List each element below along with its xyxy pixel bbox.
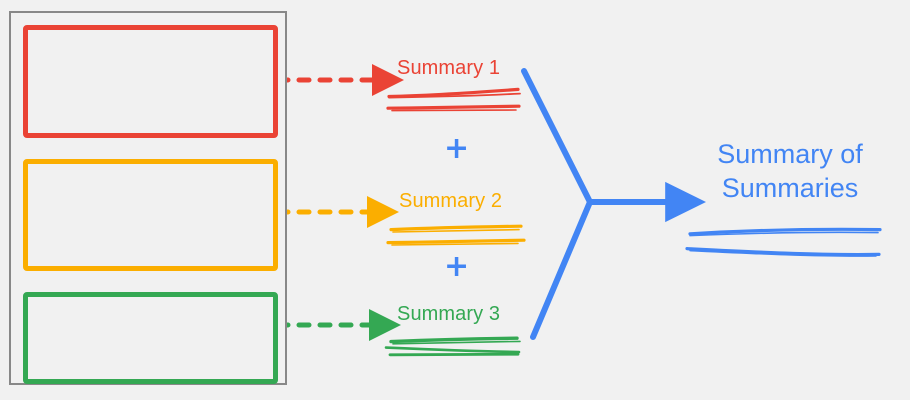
plus-icon: +	[444, 131, 470, 166]
summary-3-squiggles	[384, 336, 521, 357]
summary-3-label: Summary 3	[397, 303, 501, 325]
summary-2-squiggles	[386, 224, 526, 246]
amber-document-group[interactable]	[23, 159, 278, 271]
final-output-title-line2: Summaries	[721, 173, 859, 203]
summary-2-label: Summary 2	[399, 190, 503, 212]
final-output-squiggles	[685, 227, 882, 257]
final-output-title: Summary of Summaries	[681, 137, 899, 205]
summary-1-squiggles	[386, 87, 521, 112]
merge-arrow	[521, 68, 706, 340]
summary-1-label: Summary 1	[397, 57, 501, 79]
plus-icon: +	[444, 249, 470, 284]
source-documents-panel	[9, 11, 287, 385]
green-document-group[interactable]	[23, 292, 278, 384]
red-document-group[interactable]	[23, 25, 278, 138]
final-output-title-line1: Summary of	[717, 139, 863, 169]
